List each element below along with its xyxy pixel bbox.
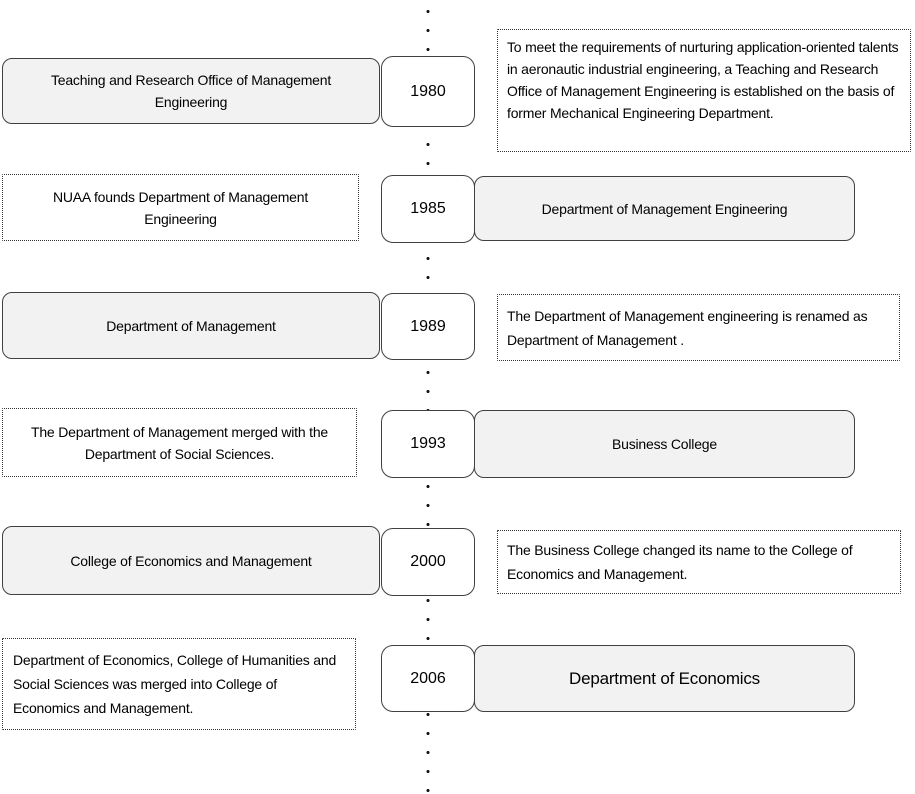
year-label: 1989 — [410, 317, 446, 335]
event-label: Department of Management — [106, 317, 276, 334]
note-box-1980-right: To meet the requirements of nurturing ap… — [497, 29, 911, 152]
event-box-1989-left: Department of Management — [2, 292, 380, 359]
year-node-1985: 1985 — [381, 175, 475, 243]
event-label: Department of Economics — [569, 668, 760, 688]
year-label: 1980 — [410, 82, 446, 100]
note-box-2000-right: The Business College changed its name to… — [497, 530, 901, 594]
note-box-2006-left: Department of Economics, College of Huma… — [2, 638, 356, 730]
event-label: College of Economics and Management — [70, 552, 312, 569]
year-node-2000: 2000 — [381, 528, 475, 596]
year-label: 2000 — [410, 553, 446, 570]
note-box-1989-right: The Department of Management engineering… — [497, 294, 900, 361]
year-node-1980: 1980 — [381, 56, 475, 127]
note-text: To meet the requirements of nurturing ap… — [507, 39, 899, 121]
timeline-axis-dotted-line — [426, 2, 430, 792]
year-node-1993: 1993 — [381, 410, 475, 478]
note-text: The Department of Management merged with… — [30, 423, 329, 462]
note-text: The Department of Management engineering… — [507, 307, 868, 348]
event-box-1993-right: Business College — [474, 410, 855, 478]
event-box-2000-left: College of Economics and Management — [2, 526, 380, 595]
note-text: NUAA founds Department of Management Eng… — [52, 188, 309, 227]
note-text: Department of Economics, College of Huma… — [13, 652, 337, 716]
year-label: 1985 — [410, 200, 446, 217]
note-text: The Business College changed its name to… — [507, 542, 853, 582]
year-label: 2006 — [410, 669, 446, 687]
note-box-1993-left: The Department of Management merged with… — [2, 408, 357, 477]
year-node-1989: 1989 — [381, 293, 475, 360]
event-label: Teaching and Research Office of Manageme… — [50, 72, 332, 110]
note-box-1985-left: NUAA founds Department of Management Eng… — [2, 174, 359, 241]
event-label: Business College — [612, 436, 717, 452]
event-box-1980-left: Teaching and Research Office of Manageme… — [2, 58, 380, 124]
event-box-1985-right: Department of Management Engineering — [474, 176, 855, 241]
year-node-2006: 2006 — [381, 645, 475, 712]
year-label: 1993 — [410, 435, 446, 452]
event-label: Department of Management Engineering — [541, 200, 788, 217]
event-box-2006-right: Department of Economics — [474, 645, 855, 712]
